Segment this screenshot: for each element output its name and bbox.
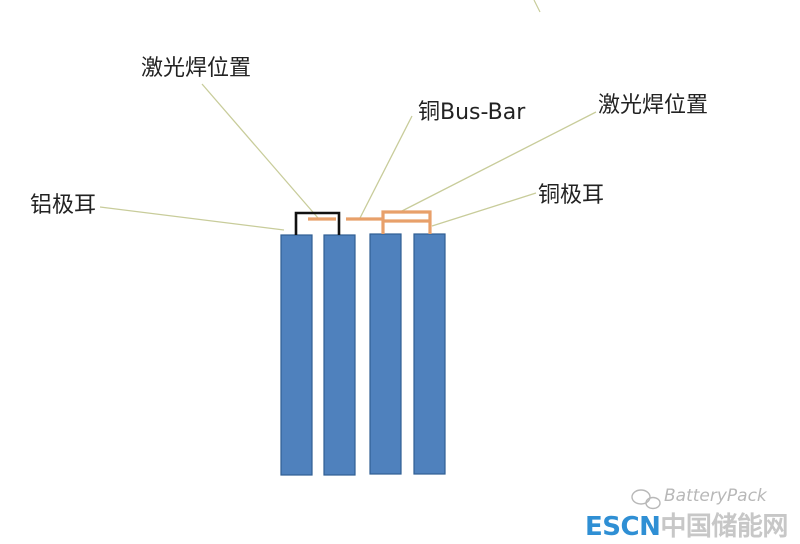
leader-line-weld-left [201, 83, 319, 219]
copper-tab-bracket [381, 210, 432, 234]
label-aluminum-tab: 铝极耳 [30, 193, 97, 218]
watermark-logo: ESCN中国储能网 [585, 506, 788, 543]
label-copper-busbar: 铜Bus-Bar [418, 100, 526, 125]
leader-line-aluminum-tab [99, 206, 285, 231]
watermark-logo-latin: ESCN [585, 512, 661, 542]
watermark-logo-cn: 中国储能网 [660, 512, 788, 542]
leader-lines [99, 83, 597, 231]
copper-tab [308, 210, 432, 234]
watermark-source: BatteryPack [664, 486, 767, 506]
label-laser-weld-left: 激光焊位置 [141, 56, 252, 81]
battery-cell-4 [413, 233, 446, 475]
edge-leader-line [533, 0, 541, 13]
label-laser-weld-right: 激光焊位置 [598, 93, 709, 118]
wechat-icon [631, 489, 661, 510]
label-copper-tab: 铜极耳 [538, 183, 605, 208]
leader-line-copper-tab [431, 192, 537, 227]
battery-cells [280, 233, 446, 476]
leader-line-weld-right [399, 111, 597, 213]
leader-line-busbar [359, 115, 413, 219]
battery-cell-3 [369, 233, 402, 475]
aluminum-tab [294, 211, 341, 235]
battery-cell-2 [323, 234, 356, 476]
battery-cell-1 [280, 234, 313, 476]
